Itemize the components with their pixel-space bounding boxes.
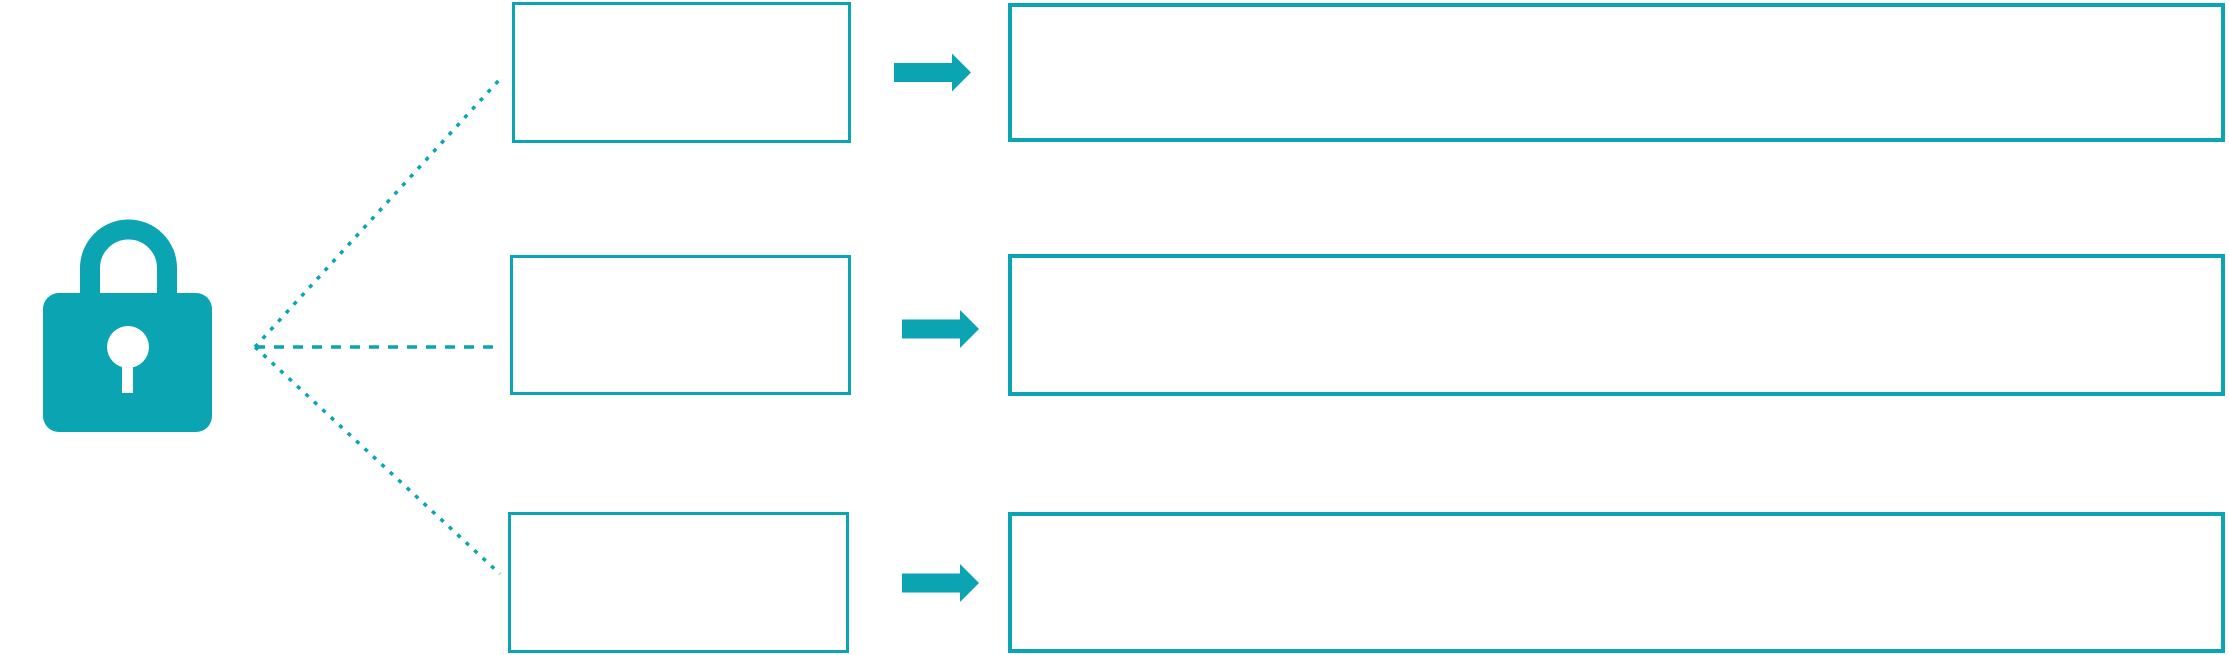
arrow-right-icon <box>902 310 979 348</box>
detail-box-3 <box>1008 512 2225 653</box>
arrow-right-icon <box>894 53 971 92</box>
detail-box-2 <box>1008 254 2225 396</box>
category-box-2 <box>510 255 851 395</box>
connector-line-top <box>253 77 502 349</box>
lock-shackle <box>80 219 177 305</box>
category-box-1 <box>512 2 851 143</box>
connector-line-bottom <box>253 345 502 576</box>
detail-box-1 <box>1008 3 2225 142</box>
lock-icon <box>43 219 212 432</box>
row-arrows <box>894 53 979 602</box>
category-box-3 <box>508 512 849 653</box>
keyhole-stem <box>122 347 133 393</box>
arrow-right-icon <box>902 564 979 602</box>
connector-lines <box>253 77 502 576</box>
